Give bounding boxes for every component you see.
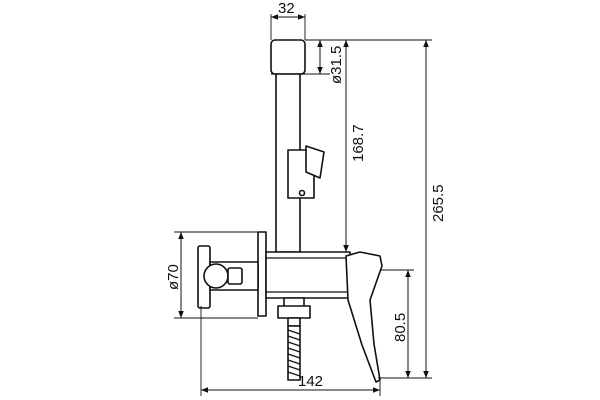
mixer-assembly: [197, 39, 383, 383]
wall-plate: [257, 231, 267, 317]
dim-total-depth-label: 142: [298, 373, 323, 390]
dim-spray-height-label: 168.7: [350, 124, 367, 162]
dim-lower-height-label: 80.5: [392, 313, 409, 342]
mixer-body: [265, 251, 351, 299]
dim-total-height: 265.5: [378, 40, 447, 379]
side-holder: [197, 245, 259, 309]
dim-flange-diameter-label: ø70: [165, 264, 182, 290]
dim-bar-diameter-label: ø31.5: [328, 46, 345, 84]
lever-handle: [345, 251, 383, 383]
dim-spray-height: 168.7: [305, 39, 432, 252]
hose-connector: [277, 297, 311, 327]
dim-total-height-label: 265.5: [430, 184, 447, 222]
top-cap: [270, 39, 306, 75]
dim-flange-diameter: ø70: [165, 231, 258, 319]
threaded-tail: [287, 325, 301, 381]
dim-lower-height: 80.5: [380, 269, 414, 378]
dim-bar-width: 32: [270, 0, 306, 40]
dim-total-depth: 142: [200, 306, 381, 396]
dim-bar-diameter: ø31.5: [305, 39, 345, 84]
dim-bar-width-label: 32: [278, 0, 295, 17]
spray-holder: [287, 145, 325, 199]
